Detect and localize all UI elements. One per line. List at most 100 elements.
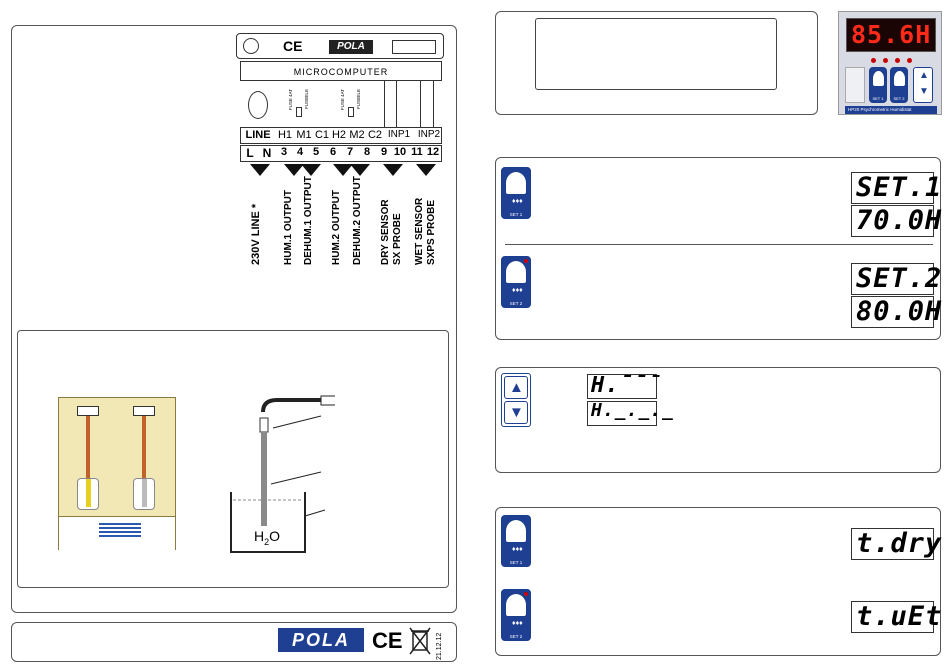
set1-button[interactable]: ♦♦♦ SET 1 [501,167,531,219]
label-hum1-output: HUM.1 OUTPUT [283,190,294,265]
set1-label-display: SET.1 [851,172,941,204]
terminal-9: 9 [380,146,388,158]
terminal-12: 12 [426,146,440,158]
fuse-label-1b: FUSIBILE [304,89,309,110]
water-probe-drawing [230,395,335,553]
drops-icon: ♦♦♦ [512,546,523,553]
lower-limit-display: H._._._ [587,400,673,426]
relay-1-icon [296,107,302,117]
top-inner-frame [535,18,777,90]
down-arrow-button[interactable]: ▼ [504,401,528,424]
label-sxps-probe: SXPS PROBE [426,199,437,265]
connector-1-icon [77,406,99,416]
board-base [59,516,175,550]
microcomputer-box: MICROCOMPUTER [240,61,442,81]
wiring-diagram: CE POLA MICROCOMPUTER FUSE 4AT FUSIBILE … [236,33,446,323]
set2-label-display: SET.2 [851,263,941,295]
terminal-8: 8 [363,146,371,158]
group-c1: C1 [314,129,330,141]
ce-mark: CE [283,38,303,54]
device-display: 85.6H [846,18,936,52]
device-blank-key [845,67,865,103]
terminal-6: 6 [329,146,337,158]
led-4 [907,58,912,63]
led-3 [895,58,900,63]
terminal-11: 11 [411,146,423,158]
set2-button[interactable]: ♦♦♦ SET 2 [501,256,531,308]
down-arrow-icon: ▼ [509,404,524,421]
group-line: LINE [245,129,271,141]
revision-date: 21.12.12 [436,632,443,660]
group-inp2: INP2 [417,129,441,140]
weee-bin-icon [409,627,431,655]
terminal-5: 5 [312,146,320,158]
water-label: H2O [254,528,281,547]
wet-probe-bottle [133,478,155,510]
terminal-L: L [246,146,254,160]
label-dehum2-output: DEHUM.2 OUTPUT [352,176,363,265]
arrow-panel [495,367,941,473]
drops-icon: ♦♦♦ [512,198,523,205]
device-down-arrow-icon: ▼ [919,86,929,97]
label-dry-sensor: DRY SENSOR [380,199,391,265]
label-230v-line: 230V LINE * [250,203,262,265]
setpoint-divider [505,244,933,245]
device-photo: 85.6H SET 1 SET 2 ▲ ▼ HP20 Psychrometric… [838,11,942,115]
upper-limit-display: H.¯¯¯ [587,373,661,399]
terminal-numbers [240,145,442,162]
input-wires [384,81,434,127]
fuse-label-2b: FUSIBILE [356,89,361,110]
probe-board [58,397,176,550]
group-h2: H2 [331,129,347,141]
group-inp1: INP1 [387,129,411,140]
wire-arrows [250,164,436,176]
group-m1: M1 [296,129,312,141]
terminal-3: 3 [280,146,288,158]
group-h1: H1 [277,129,293,141]
dry-temp-display: t.dry [851,528,941,560]
group-m2: M2 [349,129,365,141]
set2-led [524,259,528,263]
fuse-label-1: FUSE 4AT [288,89,293,111]
top-info-panel [495,11,818,115]
label-sx-probe: SX PROBE [392,213,403,265]
label-dehum1-output: DEHUM.1 OUTPUT [303,176,314,265]
board-logo-stripes [99,523,141,539]
connector-2-icon [133,406,155,416]
led-2 [883,58,888,63]
footer-bar [11,622,457,662]
label-wet-sensor: WET SENSOR [414,197,425,265]
wet-temp-button[interactable]: ♦♦♦ SET 2 [501,589,531,641]
terminal-groups: LINE H1 M1 C1 H2 M2 C2 INP1 INP2 [240,127,442,144]
label-hum2-output: HUM.2 OUTPUT [331,190,342,265]
dry-probe-wire [86,416,90,478]
wet-temp-display: t.uEt [851,601,941,633]
approval-mark-icon [243,38,259,54]
arrow-keypad [501,373,531,427]
transformer-icon [248,91,268,119]
set1-value-display: 70.0H [851,205,941,237]
device-set1-button[interactable]: SET 1 [869,67,887,103]
dry-temp-button[interactable]: ♦♦♦ SET 1 [501,515,531,567]
device-display-value: 85.6H [851,20,932,49]
device-set2-button[interactable]: SET 2 [890,67,908,103]
led-1 [871,58,876,63]
up-arrow-button[interactable]: ▲ [504,376,528,399]
device-up-arrow-icon: ▲ [919,70,929,81]
fuse-label-2: FUSE 4AT [340,89,345,111]
terminal-4: 4 [296,146,304,158]
drops-icon: ♦♦♦ [512,287,523,294]
wet-probe-wire [142,416,146,478]
dry-probe-bottle [77,478,99,510]
diagram-slot [392,40,436,54]
pola-logo-small: POLA [329,40,373,54]
up-arrow-icon: ▲ [509,379,524,396]
pola-logo: POLA [278,628,364,652]
device-arrow-keys[interactable]: ▲ ▼ [913,67,933,103]
group-c2: C2 [367,129,383,141]
terminal-N: N [262,146,272,160]
relay-2-icon [348,107,354,117]
ce-mark-footer: CE [372,628,403,653]
wet-led [524,592,528,596]
terminal-10: 10 [393,146,407,158]
